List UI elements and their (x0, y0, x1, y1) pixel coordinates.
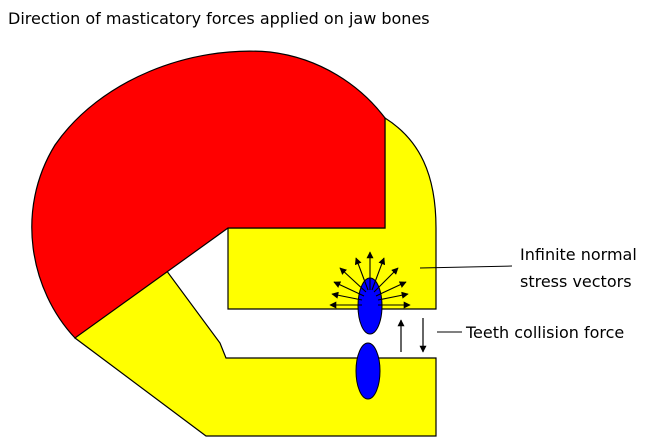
stress-arrow (354, 257, 369, 291)
diagram-title: Direction of masticatory forces applied … (8, 9, 430, 28)
stress-arrow (331, 291, 363, 301)
stress-arrow (339, 267, 367, 293)
stress-arrow (333, 281, 365, 297)
stress-arrow (377, 291, 409, 301)
stress-arrow (375, 281, 407, 297)
collision-label: Teeth collision force (465, 323, 624, 342)
stress-arrow (371, 257, 386, 291)
collision-force-arrows (397, 318, 427, 353)
stress-arrow (373, 267, 399, 293)
stress-leader-line (419, 265, 513, 269)
cranium-shape (31, 50, 386, 339)
stress-label-line2: stress vectors (520, 272, 632, 291)
stress-label-line1: Infinite normal (520, 245, 637, 264)
lower-tooth (355, 342, 381, 400)
stress-vector-arrows (329, 251, 411, 309)
